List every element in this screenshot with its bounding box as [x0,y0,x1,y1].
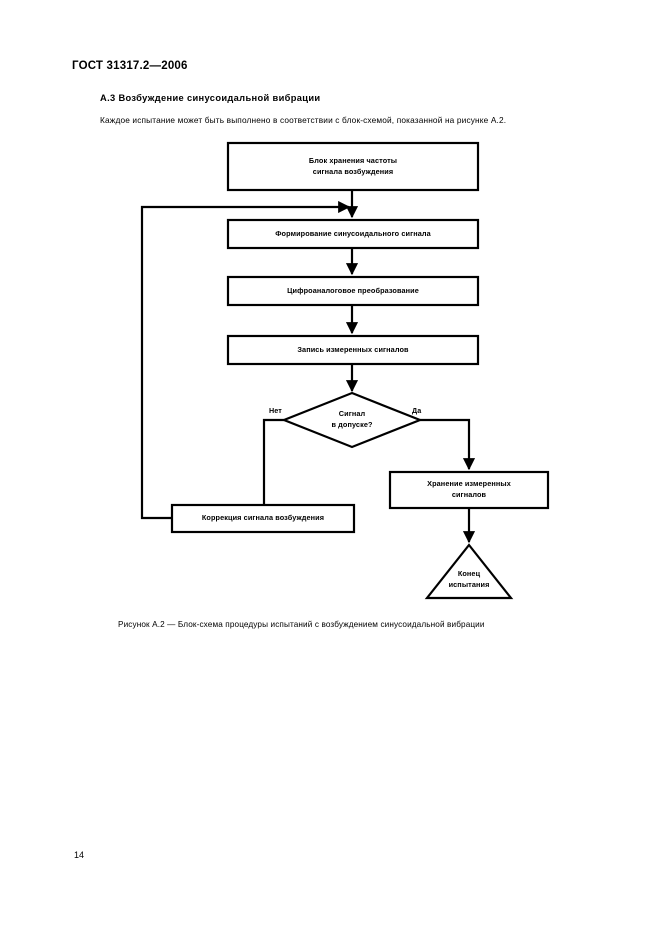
section-heading: А.3 Возбуждение синусоидальной вибрации [100,93,321,103]
node-dac-conversion [226,275,480,307]
page-number: 14 [74,850,85,860]
flowchart-connectors [140,190,476,544]
node-end-test [424,543,514,600]
flowchart-shapes [170,141,550,600]
node-tolerance-check [281,391,423,449]
node-storage-frequency [226,141,480,192]
edge-label-no: Нет [269,406,282,415]
node-store-measured [388,470,550,510]
node-generate-signal [226,218,480,250]
node-record-signals [226,334,480,366]
figure-caption: Рисунок А.2 — Блок-схема процедуры испыт… [118,620,485,629]
edge-check-yes-to-store [420,418,476,471]
edge-correct-feedback-loop [140,200,351,520]
edge-check-no-to-correct [262,418,284,505]
document-header: ГОСТ 31317.2—2006 [72,60,188,72]
edge-label-yes: Да [412,406,422,415]
node-correct-signal [170,503,356,534]
section-paragraph: Каждое испытание может быть выполнено в … [100,115,507,125]
